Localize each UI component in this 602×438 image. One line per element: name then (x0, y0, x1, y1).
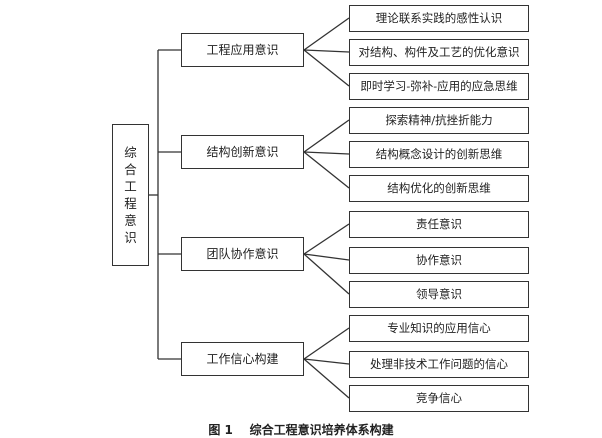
root-char-2: 合 (124, 162, 137, 177)
fan-line-3-1 (303, 223, 350, 255)
root-char-3: 工 (124, 179, 137, 194)
fan-line-2-1 (303, 119, 350, 153)
leaf-node-3-2: 协作意识 (349, 247, 529, 274)
fan-line-1-2 (303, 49, 350, 53)
leaf-node-3-1: 责任意识 (349, 211, 529, 238)
fan-line-1-1 (303, 17, 350, 51)
fan-line-3-3 (303, 253, 350, 295)
root-char-6: 识 (124, 230, 137, 245)
root-char-4: 程 (124, 196, 137, 211)
category-node-structural-innovation: 结构创新意识 (181, 135, 304, 169)
leaf-node-4-1: 专业知识的应用信心 (349, 315, 529, 342)
leaf-node-1-1: 理论联系实践的感性认识 (349, 5, 529, 32)
root-char-1: 综 (124, 145, 137, 160)
leaf-node-2-1: 探索精神/抗挫折能力 (349, 107, 529, 134)
category-node-engineering-application: 工程应用意识 (181, 33, 304, 67)
leaf-node-1-2: 对结构、构件及工艺的优化意识 (349, 39, 529, 66)
category-node-confidence-building: 工作信心构建 (181, 342, 304, 376)
fan-line-2-3 (303, 151, 350, 189)
category-node-teamwork: 团队协作意识 (181, 237, 304, 271)
fan-line-1-3 (303, 49, 350, 87)
figure-caption: 图 1 综合工程意识培养体系构建 (208, 423, 394, 437)
leaf-node-4-2: 处理非技术工作问题的信心 (349, 351, 529, 378)
leaf-node-1-3: 即时学习-弥补-应用的应急思维 (349, 73, 529, 100)
fan-line-4-3 (303, 358, 350, 399)
fan-line-4-1 (303, 327, 350, 360)
leaf-node-2-2: 结构概念设计的创新思维 (349, 141, 529, 168)
leaf-node-3-3: 领导意识 (349, 281, 529, 308)
fan-line-2-2 (303, 151, 350, 155)
root-char-5: 意 (124, 213, 137, 228)
leaf-node-4-3: 竞争信心 (349, 385, 529, 412)
fan-line-4-2 (303, 358, 350, 365)
root-node: 综 合 工 程 意 识 (112, 124, 149, 266)
leaf-node-2-3: 结构优化的创新思维 (349, 175, 529, 202)
fan-line-3-2 (303, 253, 350, 261)
